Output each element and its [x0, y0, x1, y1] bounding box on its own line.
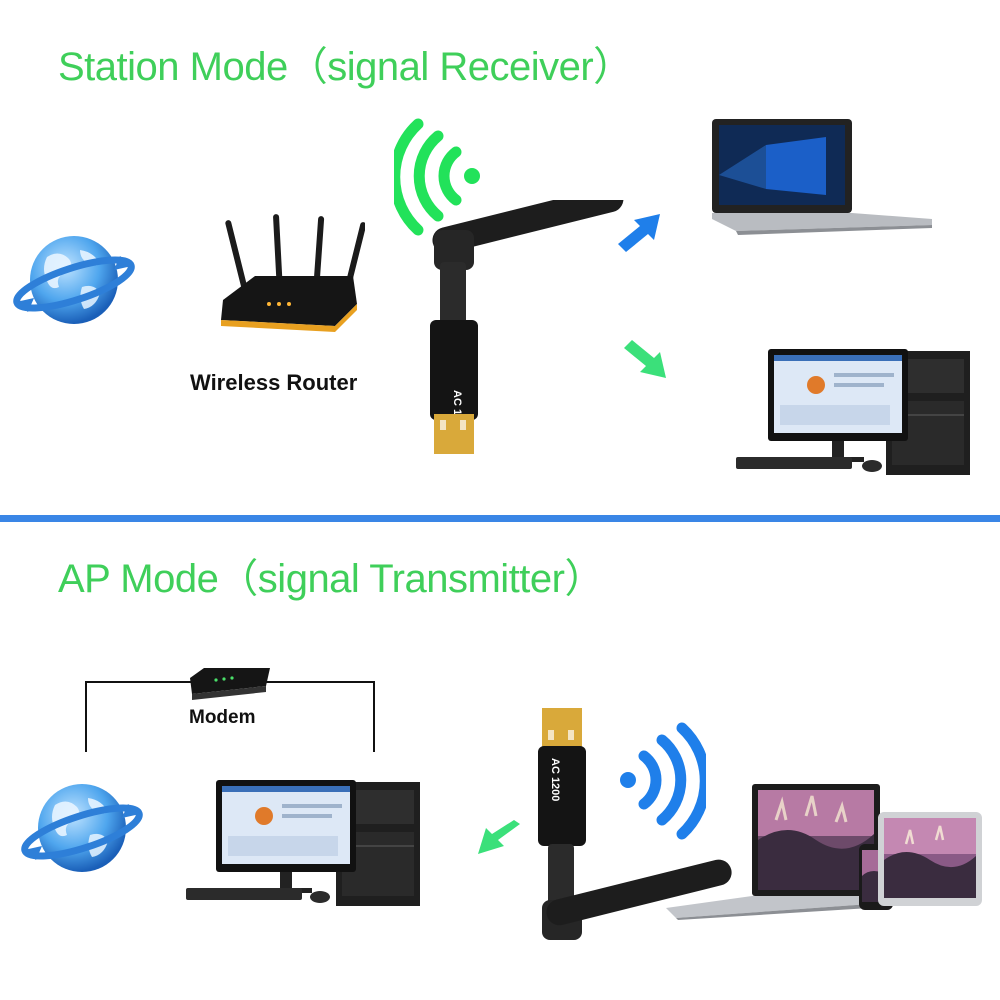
usb-adapter-icon: AC 1200	[520, 706, 740, 956]
wifi-signal-icon	[614, 722, 706, 842]
section-divider	[0, 515, 1000, 522]
modem-icon	[186, 664, 272, 702]
station-mode-title: Station Mode（signal Receiver）	[58, 45, 633, 89]
usb-adapter-icon: AC 1200	[420, 200, 640, 460]
tablet-icon	[876, 810, 986, 910]
arrow-icon	[614, 210, 664, 252]
router-icon	[215, 208, 365, 338]
desktop-pc-icon	[734, 345, 974, 480]
globe-icon	[12, 232, 137, 332]
ap-mode-title: AP Mode（signal Transmitter）	[58, 557, 604, 601]
laptop-icon	[706, 115, 936, 237]
desktop-pc-icon	[184, 778, 424, 910]
laptop-icon	[666, 780, 886, 920]
router-label: Wireless Router	[190, 370, 358, 395]
arrow-icon	[620, 340, 670, 382]
modem-label: Modem	[189, 707, 256, 728]
arrow-icon	[474, 820, 524, 860]
adapter-label: AC 1200	[549, 758, 561, 801]
globe-icon	[20, 780, 145, 880]
wifi-signal-icon	[394, 118, 486, 238]
